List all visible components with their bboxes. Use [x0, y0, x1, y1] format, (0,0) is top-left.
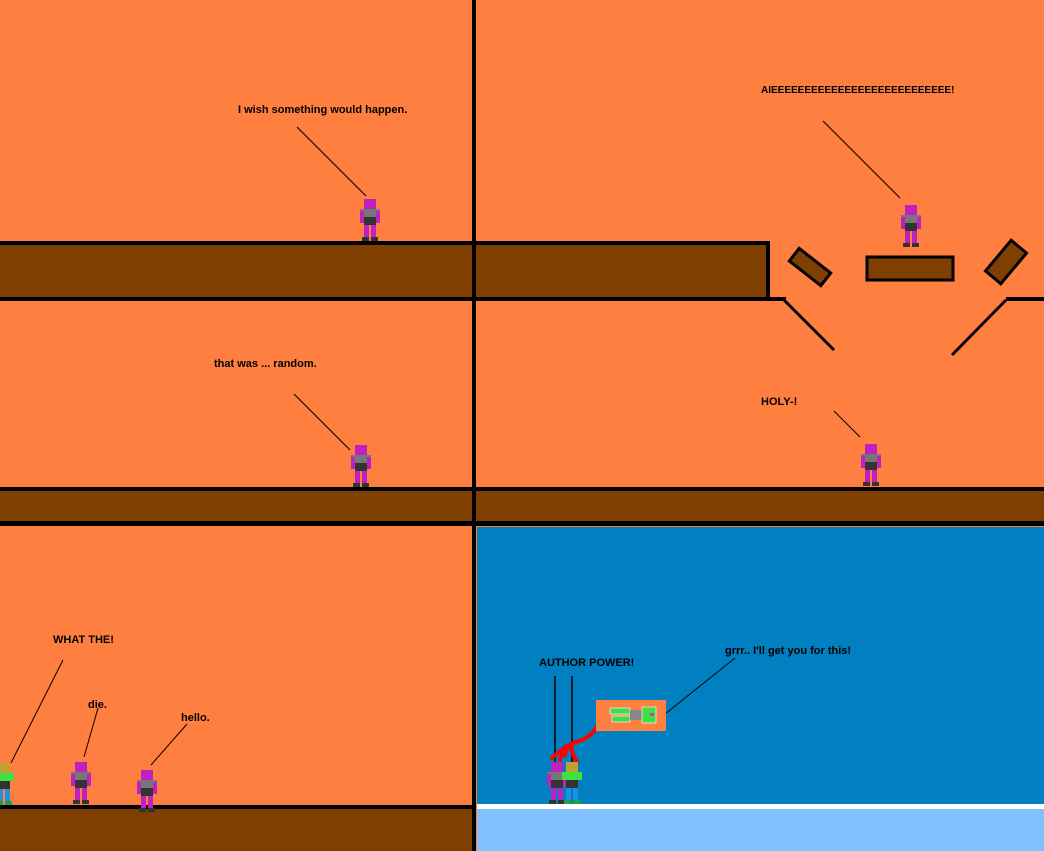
speech-panel-5-what-the: WHAT THE!	[53, 634, 114, 646]
panel-1	[0, 0, 472, 241]
ground-row2-top-line	[0, 487, 1044, 491]
speech-panel-4: HOLY-!	[761, 396, 798, 408]
ground-row1-top-line	[0, 241, 770, 245]
speech-panel-3: that was ... random.	[214, 358, 317, 370]
green-robot-panel-5	[0, 763, 14, 805]
panel-6-white-line	[477, 804, 1044, 809]
speech-panel-5-hello: hello.	[181, 712, 210, 724]
panel-2	[476, 0, 1044, 241]
magenta-robot-panel-4	[861, 444, 881, 486]
ground-row3-brown	[0, 809, 472, 851]
magenta-robot-panel-5	[71, 762, 91, 804]
speech-panel-6-author-power: AUTHOR POWER!	[539, 657, 635, 669]
magenta-robot-panel-2	[901, 205, 921, 247]
ground-row2-bottom-line	[0, 521, 1044, 526]
speech-panel-1: I wish something would happen.	[238, 104, 408, 116]
speech-panel-2: AIEEEEEEEEEEEEEEEEEEEEEEEEEEE!	[761, 85, 955, 96]
panel-divider-vertical	[472, 0, 476, 851]
ground-row1-right-ledge	[1006, 297, 1044, 301]
ground-row2-brown	[0, 491, 1044, 521]
magenta-robot-2-panel-5	[137, 770, 157, 812]
panel-6-floor	[477, 809, 1044, 851]
magenta-robot-panel-1	[360, 199, 380, 241]
ground-row1-brown	[0, 245, 766, 297]
ground-row3-top-line	[0, 805, 472, 809]
magenta-robot-panel-3	[351, 445, 371, 487]
speech-panel-5-die: die.	[88, 699, 107, 711]
magenta-puppet-panel-6	[547, 762, 567, 804]
ground-row1-bottom-line	[0, 297, 786, 301]
ground-row1-edge	[766, 241, 770, 301]
speech-panel-6-grrr: grrr.. I'll get you for this!	[725, 645, 852, 657]
